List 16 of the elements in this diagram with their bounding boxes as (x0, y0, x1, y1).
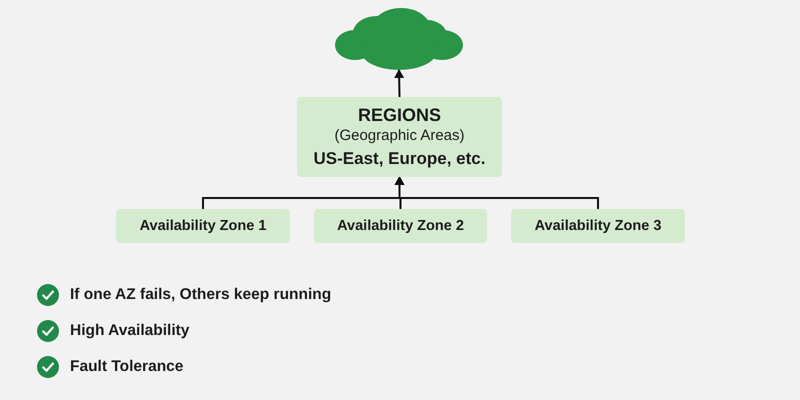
region-subtitle: (Geographic Areas) (334, 126, 465, 144)
zone-label: Availability Zone 1 (140, 217, 266, 235)
zone-box (314, 209, 487, 243)
zone-box (116, 209, 290, 243)
region-examples: US-East, Europe, etc. (314, 148, 486, 170)
checklist-text: High Availability (70, 322, 190, 340)
zone-box (511, 209, 685, 243)
cloud-shape (335, 8, 463, 70)
zone-label: Availability Zone 3 (534, 217, 662, 235)
zone-label: Availability Zone 2 (337, 217, 464, 235)
arrow (394, 69, 404, 98)
arrow (394, 176, 599, 209)
region-title: REGIONS (358, 104, 441, 126)
checklist-text: Fault Tolerance (70, 358, 184, 376)
region-box (297, 97, 502, 177)
checklist-text: If one AZ fails, Others keep running (70, 286, 332, 304)
